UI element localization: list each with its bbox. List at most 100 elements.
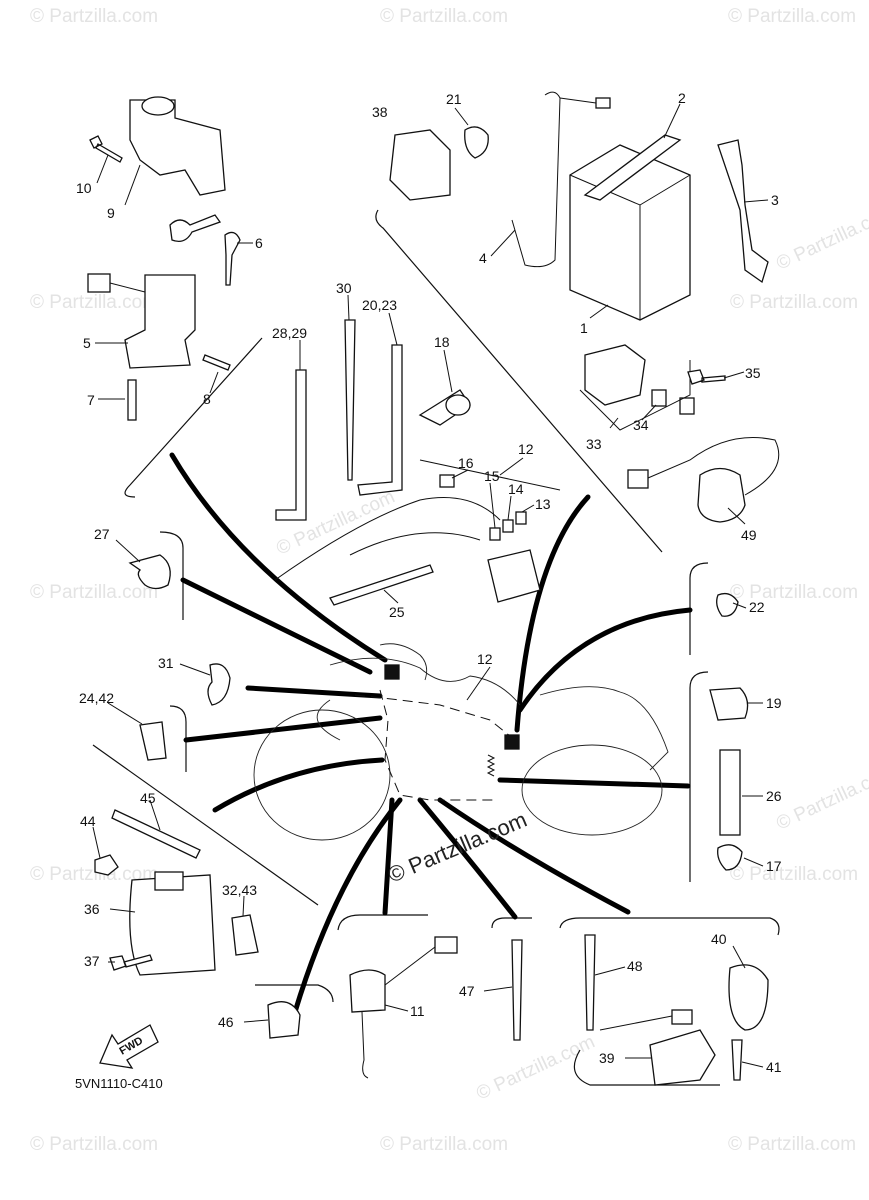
- thick-leader: [292, 797, 403, 1015]
- callout-4: 4: [479, 250, 487, 266]
- thick-leader: [514, 494, 591, 733]
- switch-11-wire: [361, 946, 436, 1079]
- callout-38: 38: [372, 104, 388, 120]
- cable-tie-20-23: [357, 344, 403, 496]
- harness-connector-15: [489, 527, 501, 541]
- frame-harness-group: [124, 337, 263, 498]
- callout-34: 34: [633, 417, 649, 433]
- switch-11-connector: [434, 936, 458, 954]
- rear-wheel: [521, 744, 663, 836]
- thick-leader: [169, 452, 388, 663]
- clamp-19: [709, 687, 749, 721]
- relay-34: [651, 389, 667, 407]
- callout-labels: 10 9 6 5 7 8 38 21 2 3 4 1 35 33 34 49 2…: [75, 90, 782, 1091]
- frame-sensor-group: [559, 917, 780, 936]
- bracket-9: [129, 99, 226, 196]
- watermark: © Partzilla.com: [30, 6, 158, 27]
- watermark: © Partzilla.com: [30, 292, 158, 313]
- regulator-connector: [154, 871, 184, 891]
- harness-coil: [486, 754, 496, 777]
- cover-40: [728, 964, 769, 1031]
- callout-10: 10: [76, 180, 92, 196]
- cable-tie-47: [511, 939, 523, 1041]
- callout-15: 15: [484, 468, 500, 484]
- watermark: © Partzilla.com: [730, 292, 858, 313]
- callout-9: 9: [107, 205, 115, 221]
- harness-connector-14: [502, 519, 514, 533]
- callout-33: 33: [586, 436, 602, 452]
- frame-outline: [329, 657, 521, 706]
- lead-connector: [595, 97, 611, 109]
- clamp-46: [267, 1001, 301, 1039]
- leader-lines: [92, 103, 769, 1068]
- key-set: [169, 214, 222, 243]
- clamp-27: [128, 554, 171, 590]
- callout-36: 36: [84, 901, 100, 917]
- clamp-24-42: [139, 721, 167, 761]
- watermark: © Partzilla.com: [730, 582, 858, 603]
- fuel-tank-outline: [379, 643, 428, 681]
- thick-leader: [517, 607, 693, 713]
- motorcycle-outline: [253, 643, 669, 841]
- thick-leader: [497, 777, 691, 789]
- callout-12-harness: 12: [477, 651, 493, 667]
- callout-19: 19: [766, 695, 782, 711]
- callout-17: 17: [766, 858, 782, 874]
- nut-44: [94, 854, 119, 876]
- harness-upper: [354, 694, 516, 741]
- frame-right-clips-bottom: [689, 671, 709, 882]
- frame-clip-27: [159, 531, 184, 620]
- regulator-36: [129, 874, 216, 976]
- harness-connector: [504, 734, 520, 750]
- callout-31: 31: [158, 655, 174, 671]
- clamp-22: [716, 592, 739, 617]
- callout-13: 13: [535, 496, 551, 512]
- callout-48: 48: [627, 958, 643, 974]
- callout-47: 47: [459, 983, 475, 999]
- callout-22: 22: [749, 599, 765, 615]
- cable-tie-28-29: [275, 369, 307, 521]
- watermark: © Partzilla.com: [273, 486, 398, 559]
- clamp-21: [464, 126, 489, 159]
- bolt-37: [109, 954, 153, 971]
- clamp-31: [207, 663, 231, 706]
- relay-33: [584, 344, 646, 406]
- sensor-39-connector: [671, 1009, 693, 1025]
- bracket-boss: [141, 96, 175, 116]
- fwd-arrow-icon: [99, 1024, 159, 1069]
- callout-3: 3: [771, 192, 779, 208]
- harness-connector-16: [439, 474, 455, 488]
- cable-tie-30: [344, 319, 356, 481]
- callout-7: 7: [87, 392, 95, 408]
- switch-connector: [87, 273, 111, 293]
- callout-16: 16: [458, 455, 474, 471]
- callout-46: 46: [218, 1014, 234, 1030]
- group-frames: [92, 209, 780, 1086]
- watermark: © Partzilla.com: [30, 1134, 158, 1155]
- watermark: © Partzilla.com: [473, 1031, 598, 1104]
- callout-8: 8: [203, 391, 211, 407]
- cable-tie-45: [111, 809, 201, 859]
- clamp-17: [717, 844, 743, 871]
- callout-25: 25: [389, 604, 405, 620]
- callout-21: 21: [446, 91, 462, 107]
- thick-leader: [183, 715, 383, 743]
- frame-switch-11: [337, 914, 428, 931]
- harness-connector: [384, 664, 400, 680]
- key-6: [224, 231, 241, 286]
- bracket-32-43: [231, 914, 259, 956]
- lead-wire: [559, 97, 597, 104]
- frame-regulator-group: [92, 744, 319, 906]
- frame-battery-group: [375, 209, 663, 553]
- harness-main: [379, 689, 495, 801]
- cable-tie-48: [584, 934, 596, 1031]
- relay-34b: [679, 397, 695, 415]
- bolt-7: [127, 379, 137, 421]
- battery-band-2: [583, 134, 682, 201]
- stud-26: [719, 749, 741, 836]
- callout-35: 35: [745, 365, 761, 381]
- fwd-arrow: FWD: [99, 1024, 159, 1069]
- frame-sensor-bottom: [573, 1049, 720, 1086]
- neutral-switch-11: [349, 969, 386, 1013]
